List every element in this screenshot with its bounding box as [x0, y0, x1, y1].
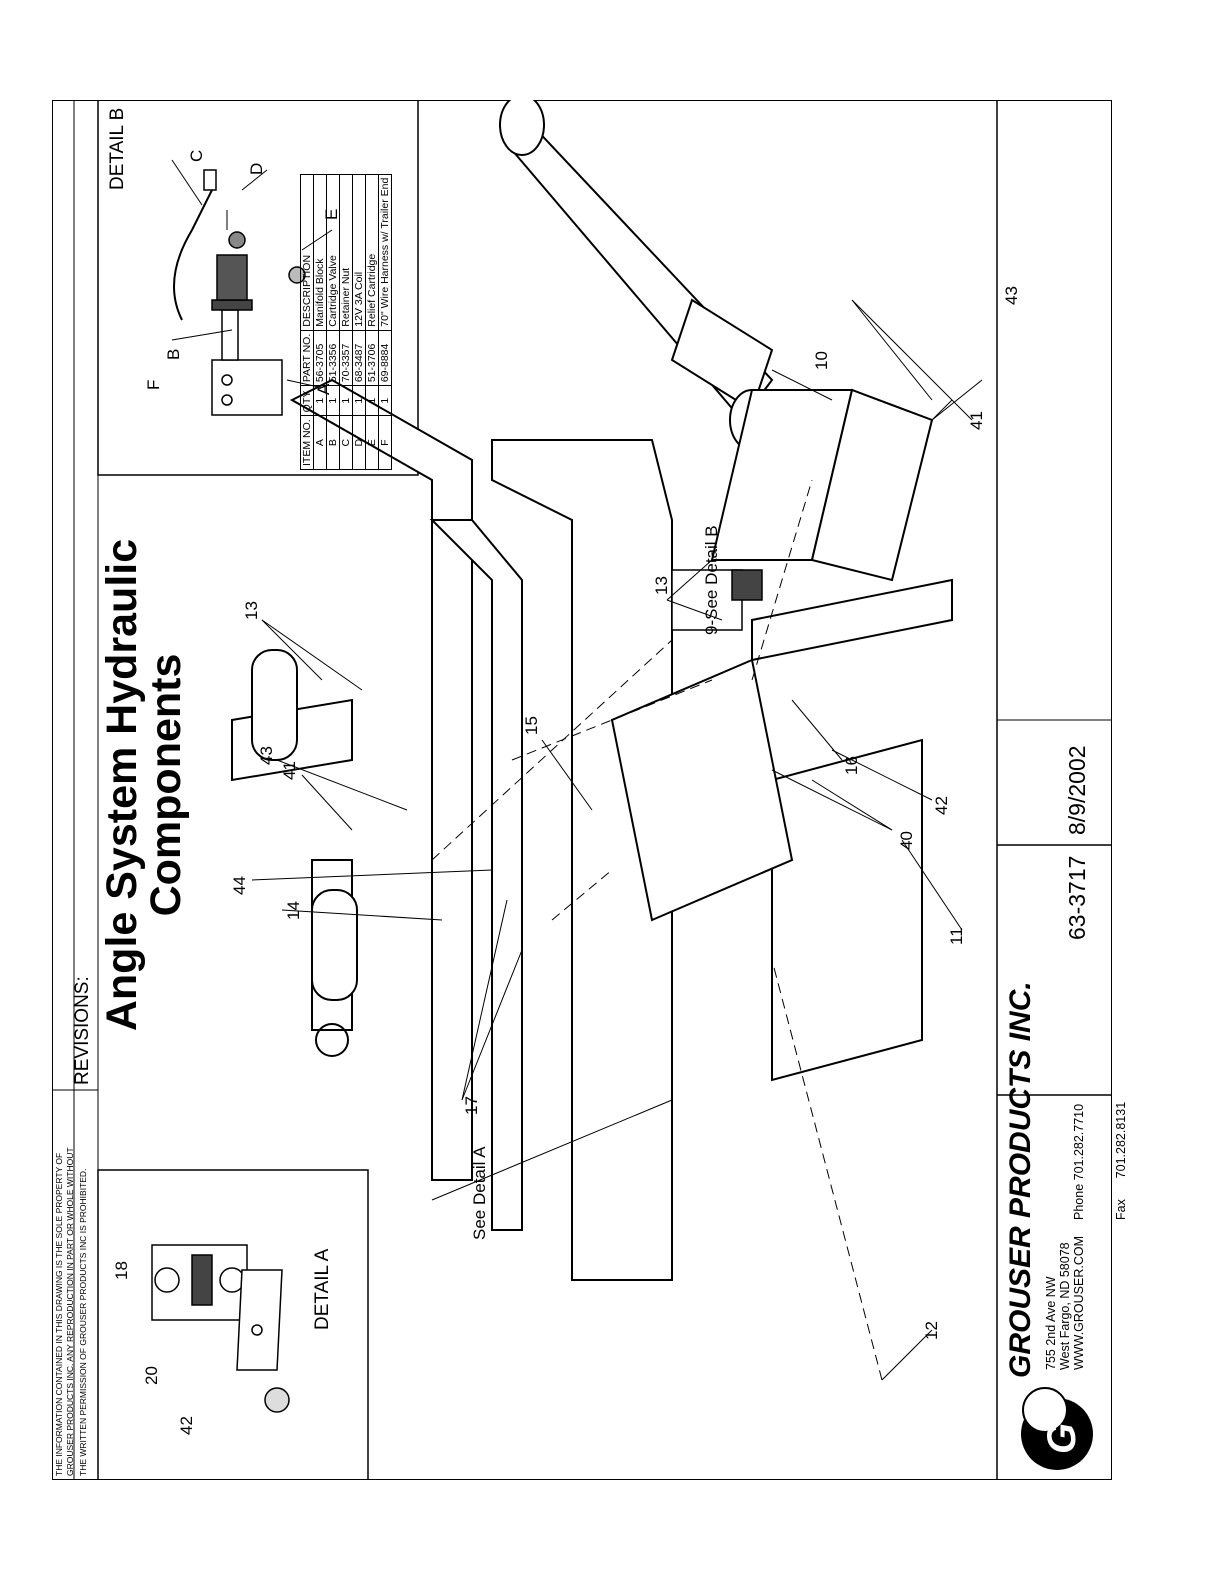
company-address: 755 2nd Ave NW West Fargo, ND 58078 WWW.… [1044, 1236, 1086, 1370]
notice-line-2: GROUSER PRODUCTS INC. ANY REPRODUCTION I… [65, 1147, 75, 1476]
drawing-frame [51, 94, 1113, 1481]
cell-qty: 1 [339, 385, 353, 416]
cell-part-no: 51-3356 [326, 330, 340, 386]
cell-qty: 1 [313, 385, 327, 416]
col-description: DESCRIPTION [300, 174, 314, 331]
cell-qty: 1 [378, 385, 392, 416]
drawing-number: 63-3717 [1064, 855, 1090, 940]
title-line-1: Angle System Hydraulic [98, 538, 146, 1032]
callout-14: 14 [284, 901, 303, 920]
cell-part-no: 51-3706 [365, 330, 379, 386]
cell-item: A [313, 415, 327, 470]
drawing-date: 8/9/2002 [1064, 745, 1090, 835]
manifold-block-main [671, 569, 763, 631]
notice-line-3: THE WRITTEN PERMISSION OF GROUSER PRODUC… [78, 1168, 88, 1476]
detail-a-label: DETAIL A [312, 1248, 333, 1330]
detail-b-callout-c: C [187, 149, 206, 162]
cell-qty: 1 [352, 385, 366, 416]
rotated-drawing: THE INFORMATION CONTAINED IN THIS DRAWIN… [51, 94, 1128, 1481]
table-row: F 1 69-8884 70" Wire Harness w/ Trailer … [378, 174, 392, 470]
company-fax: Fax 701.282.8131 [1114, 1101, 1128, 1220]
parts-table: ITEM NO. QTY. PART NO. DESCRIPTION A 1 5… [300, 174, 392, 470]
cell-item: F [378, 415, 392, 470]
col-qty: QTY. [300, 385, 314, 416]
cell-description: Manifold Block [313, 174, 327, 331]
cell-description: 12V 3A Coil [352, 174, 366, 331]
parts-table-header: ITEM NO. QTY. PART NO. DESCRIPTION [300, 174, 314, 470]
grouser-logo-icon: G [1021, 1387, 1093, 1470]
cell-part-no: 68-3487 [352, 330, 366, 386]
callout-42: 42 [932, 796, 951, 815]
hydraulic-cylinders [251, 649, 358, 1001]
callout-see-detail-a: See Detail A [470, 1146, 489, 1240]
callout-12: 12 [922, 1321, 941, 1340]
table-row: E 1 51-3706 Relief Cartridge [365, 174, 379, 470]
table-row: D 1 68-3487 12V 3A Coil [352, 174, 366, 470]
callout-11: 11 [947, 927, 966, 945]
cell-part-no: 70-3357 [339, 330, 353, 386]
callout-41-right: 41 [967, 411, 986, 430]
detail-a-callout-18: 18 [112, 1261, 131, 1280]
cell-description: Retainer Nut [339, 174, 353, 331]
col-item-no: ITEM NO. [300, 415, 314, 470]
callout-40: 40 [897, 831, 916, 850]
cell-description: Relief Cartridge [365, 174, 379, 331]
detail-a-callout-42: 42 [177, 1416, 196, 1435]
callout-9-see-detail-b: 9-See Detail B [702, 525, 721, 635]
ownership-notice: THE INFORMATION CONTAINED IN THIS DRAWIN… [54, 1096, 89, 1476]
cell-item: B [326, 415, 340, 470]
address-line-1: 755 2nd Ave NW [1044, 1276, 1058, 1370]
cell-part-no: 56-3705 [313, 330, 327, 386]
callout-44: 44 [230, 876, 249, 895]
callout-17: 17 [462, 1096, 481, 1115]
notice-line-1: THE INFORMATION CONTAINED IN THIS DRAWIN… [54, 1152, 64, 1476]
detail-a-clamp [151, 1244, 290, 1413]
callout-13-lower: 13 [652, 576, 671, 595]
cell-item: D [352, 415, 366, 470]
cell-description: 70" Wire Harness w/ Trailer End [378, 174, 392, 331]
callout-10: 10 [812, 351, 831, 370]
table-row: A 1 56-3705 Manifold Block [313, 174, 327, 470]
logo-letter: G [1040, 1423, 1084, 1454]
company-logo: G [1007, 1382, 1102, 1472]
detail-a-callout-20: 20 [142, 1366, 161, 1385]
callout-15: 15 [522, 716, 541, 735]
company-contact: Phone 701.282.7710 Fax 701.282.8131 [1044, 1102, 1156, 1220]
callout-43-right: 43 [1002, 286, 1021, 305]
cover-panel [710, 388, 934, 582]
cell-qty: 1 [365, 385, 379, 416]
col-part-no: PART NO. [300, 330, 314, 386]
cell-item: C [339, 415, 353, 470]
company-website: WWW.GROUSER.COM [1072, 1235, 1086, 1370]
callout-16: 16 [842, 756, 861, 775]
drawing-title: Angle System Hydraulic Components [98, 505, 190, 1065]
callout-13-upper: 13 [242, 601, 261, 620]
table-row: B 1 51-3356 Cartridge Valve [326, 174, 340, 470]
cell-item: E [365, 415, 379, 470]
cell-description: Cartridge Valve [326, 174, 340, 331]
callout-41-left: 41 [280, 761, 299, 780]
detail-b-callout-d: D [247, 162, 266, 175]
title-line-2: Components [142, 653, 190, 917]
company-name: GROUSER PRODUCTS INC. [1004, 981, 1037, 1378]
detail-b-label: DETAIL B [107, 107, 128, 190]
revisions-label: REVISIONS: [72, 976, 93, 1085]
cell-part-no: 69-8884 [378, 330, 392, 386]
table-row: C 1 70-3357 Retainer Nut [339, 174, 353, 470]
company-phone: Phone 701.282.7710 [1072, 1103, 1086, 1220]
cell-qty: 1 [326, 385, 340, 416]
detail-b-callout-f: F [144, 379, 163, 390]
address-line-2: West Fargo, ND 58078 [1058, 1242, 1072, 1370]
detail-b-manifold [173, 169, 306, 416]
callout-43-left: 43 [257, 746, 276, 765]
detail-b-callout-b: B [164, 348, 183, 360]
